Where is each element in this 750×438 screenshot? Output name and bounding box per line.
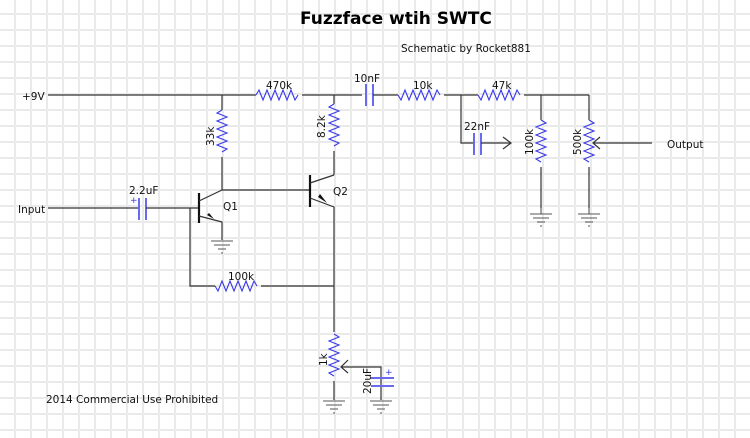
- pot-100k: [534, 95, 548, 208]
- q1-label: Q1: [223, 201, 238, 213]
- supply-label: +9V: [22, 91, 45, 103]
- q2-label: Q2: [333, 186, 348, 198]
- c2u2-label: 2.2uF: [129, 185, 158, 197]
- plus-icon: +: [385, 368, 393, 378]
- title: Fuzzface wtih SWTC: [300, 9, 492, 29]
- pot-500k: [582, 95, 652, 208]
- output-label: Output: [667, 139, 703, 151]
- plus-icon: +: [130, 196, 138, 206]
- supply-rail: [48, 88, 362, 102]
- pot100k-label: 100k: [524, 128, 536, 155]
- r47k-label: 47k: [492, 80, 512, 92]
- resistor-8k2: [327, 95, 341, 175]
- ground-icon: [211, 240, 233, 254]
- pot-1k: [327, 333, 382, 400]
- c10nf-label: 10nF: [354, 73, 380, 85]
- ground-icon: [323, 400, 345, 414]
- resistor-10k: [397, 88, 478, 102]
- r470k-label: 470k: [266, 80, 293, 92]
- r10k-label: 10k: [413, 80, 433, 92]
- ground-icon: [578, 208, 600, 227]
- capacitor-2u2f: [48, 198, 198, 220]
- transistor-q1: [197, 189, 223, 240]
- capacitor-10nf: [365, 84, 398, 106]
- r100k-fb-label: 100k: [228, 271, 255, 283]
- input-label: Input: [18, 204, 45, 216]
- c22nf-label: 22nF: [464, 121, 490, 133]
- c20uf-label: 20uF: [362, 368, 374, 394]
- transistor-q2: [308, 174, 335, 332]
- pot500k-label: 500k: [572, 128, 584, 155]
- capacitor-22nf: [460, 95, 512, 155]
- credit-label: Schematic by Rocket881: [401, 43, 531, 55]
- pot1k-label: 1k: [318, 352, 330, 366]
- r8k2-label: 8.2k: [316, 114, 328, 138]
- footer-label: 2014 Commercial Use Prohibited: [46, 394, 218, 406]
- ground-icon: [370, 400, 392, 414]
- ground-icon: [530, 208, 552, 227]
- resistor-100k-feedback: [189, 208, 334, 293]
- resistor-33k: [215, 95, 229, 190]
- capacitor-20uf: [371, 377, 394, 387]
- resistor-47k: [477, 88, 589, 102]
- r33k-label: 33k: [205, 126, 217, 146]
